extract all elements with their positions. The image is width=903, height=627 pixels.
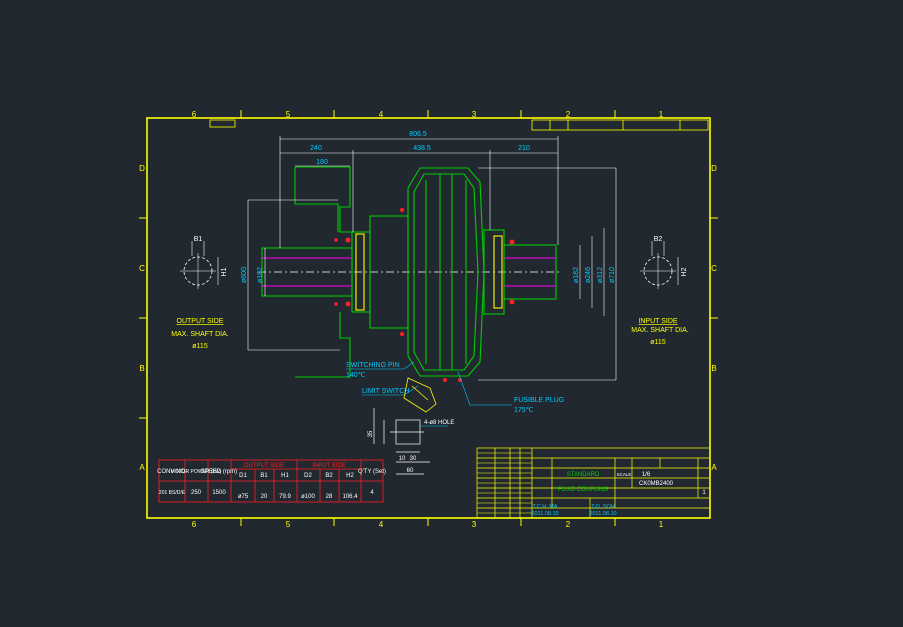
switching-pin-label: SWITCHING PIN <box>346 362 400 369</box>
spec-table-grid <box>158 459 384 503</box>
title-sheet: 1 <box>702 490 706 496</box>
callout-leaders <box>346 361 512 427</box>
spec-sub-h2: H2 <box>346 473 354 479</box>
left-b-label: B1 <box>194 236 203 243</box>
spec-input-group: INPUT SIDE <box>312 463 346 469</box>
top-title-strip <box>209 119 709 131</box>
zone-row-left-b: B <box>139 364 144 373</box>
right-b-label: B2 <box>654 236 663 243</box>
title-drawing-name: FLUID COUPLING <box>558 487 609 493</box>
input-side-title: INPUT SIDE <box>638 318 677 325</box>
spec-header-speed: SPEED (rpm) <box>201 469 237 475</box>
spec-cell-power: 250 <box>191 490 202 496</box>
bracket-dim-30: 30 <box>410 456 417 462</box>
dimension-lines <box>247 136 617 381</box>
title-scale-label: SCALE <box>617 472 632 477</box>
spec-cell-speed: 1500 <box>212 490 226 496</box>
input-side-shaft-text: MAX. SHAFT DIA. <box>631 327 688 334</box>
spec-cell-conv: 201 BS/D/E <box>159 490 186 496</box>
output-side-title: OUTPUT SIDE <box>177 318 224 325</box>
switching-pin-temp: 140℃ <box>346 372 366 379</box>
zone-col-bottom-1: 1 <box>659 520 664 529</box>
dim-left-length: 240 <box>310 145 322 152</box>
zone-row-right-a: A <box>711 463 717 472</box>
zone-col-bottom-4: 4 <box>379 520 384 529</box>
spec-cell-h1: 79.9 <box>279 494 291 500</box>
zone-col-bottom-2: 2 <box>566 520 571 529</box>
spec-cell-b2: 28 <box>326 494 333 500</box>
zone-row-left-d: D <box>139 164 145 173</box>
bracket-dim-60: 60 <box>407 468 414 474</box>
spec-cell-b1: 20 <box>261 494 268 500</box>
zone-row-left-a: A <box>139 463 145 472</box>
spec-header-motor: MOTOR POWER (kW) <box>171 469 222 475</box>
limit-switch-label: LIMIT SWITCH <box>362 388 409 395</box>
fusible-plug-label: FUSIBLE PLUG <box>514 397 564 404</box>
title-approved-label: T.O. SOH <box>591 504 615 510</box>
zone-col-bottom-6: 6 <box>192 520 197 529</box>
frame-zone-ticks <box>139 110 718 526</box>
zone-col-top-1: 1 <box>659 110 664 119</box>
spec-header-qty: Q'TY (Set) <box>358 469 386 475</box>
dim-body-dia: ø710 <box>609 267 616 283</box>
dim-overall-length: 806.5 <box>409 131 427 138</box>
spec-sub-b2: B2 <box>325 473 333 479</box>
dim-right-outer-dia: ø312 <box>597 267 604 283</box>
dim-middle-length: 438.5 <box>413 145 431 152</box>
spec-cell-qty: 4 <box>370 490 374 496</box>
left-h-label: H1 <box>221 267 228 276</box>
spec-sub-b1: B1 <box>260 473 268 479</box>
input-side-shaft-dia: ø115 <box>650 339 666 346</box>
dim-left-flange-dia: ø600 <box>241 267 248 283</box>
zone-col-top-5: 5 <box>286 110 291 119</box>
left-shaft-section <box>180 241 219 289</box>
spec-output-group: OUTPUT SIDE <box>244 463 284 469</box>
bracket-dim-35: 35 <box>368 430 374 437</box>
title-approved-date: 2011.08.10 <box>589 511 616 517</box>
spec-sub-h1: H1 <box>281 473 289 479</box>
spec-cell-h2: 106.4 <box>342 494 358 500</box>
zone-col-top-2: 2 <box>566 110 571 119</box>
spec-header-conv: CONV NO. <box>157 469 187 475</box>
zone-col-bottom-5: 5 <box>286 520 291 529</box>
hole-spec-label: 4-ø8 HOLE <box>424 420 454 426</box>
title-scale-value: 1/6 <box>642 472 651 478</box>
zone-row-left-c: C <box>139 264 145 273</box>
zone-row-right-c: C <box>711 264 717 273</box>
title-drawn-date: 2011.08.10 <box>531 511 558 517</box>
fusible-plug-temp: 175℃ <box>514 407 534 414</box>
zone-row-right-d: D <box>711 164 717 173</box>
output-side-shaft-dia: ø115 <box>192 343 208 350</box>
right-h-label: H2 <box>681 267 688 276</box>
spec-sub-d2: D2 <box>304 473 312 479</box>
dim-hub-length: 180 <box>316 159 328 166</box>
zone-col-top-3: 3 <box>472 110 477 119</box>
bracket-detail <box>373 408 430 475</box>
spec-sub-d1: D1 <box>239 473 247 479</box>
output-side-shaft-text: MAX. SHAFT DIA. <box>171 331 228 338</box>
spec-cell-d1: ø75 <box>238 494 249 500</box>
limit-switch <box>403 377 437 413</box>
zone-col-top-4: 4 <box>379 110 384 119</box>
dim-right-shaft-dia: ø182 <box>573 267 580 283</box>
dim-left-shaft-dia: ø182 <box>257 267 264 283</box>
title-drawn-label: T.C.H. MA <box>532 504 557 510</box>
zone-row-right-b: B <box>711 364 716 373</box>
spec-cell-d2: ø100 <box>301 494 315 500</box>
revision-table <box>477 452 532 514</box>
zone-col-bottom-3: 3 <box>472 520 477 529</box>
zone-col-top-6: 6 <box>192 110 197 119</box>
shaft-keyway-lines <box>262 257 556 287</box>
bolt-markers <box>334 208 515 382</box>
fluid-coupling-body <box>261 166 557 378</box>
dim-right-bolt-dia: ø246 <box>585 267 592 283</box>
title-drawing-no: CK0MB2400 <box>639 481 674 487</box>
title-standard: STANDARD <box>567 472 600 478</box>
bracket-dim-10: 10 <box>399 456 406 462</box>
dim-right-length: 210 <box>518 145 530 152</box>
right-shaft-section <box>640 241 679 289</box>
